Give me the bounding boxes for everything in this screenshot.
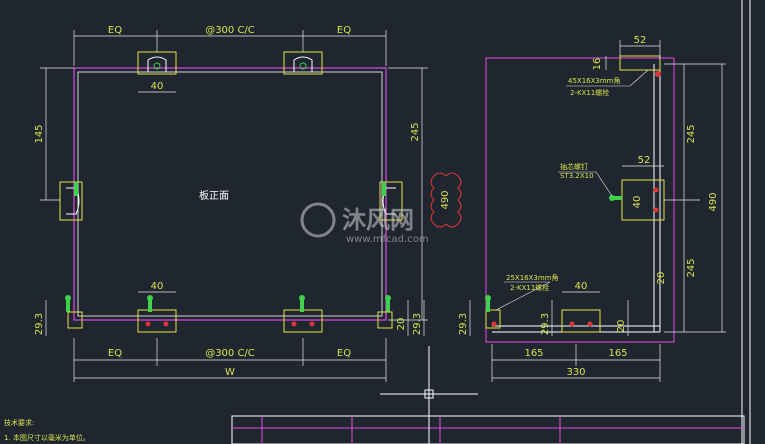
front-view: EQ @300 C/C EQ 40 145 245 板正面 40 29.3 20… [34,25,462,382]
side-bottom-note-line2: 2-KX11螺栓 [510,283,549,292]
front-top-eq-right: EQ [337,25,351,36]
side-top-bracket [619,55,661,77]
side-dimension-lines [469,40,726,382]
side-mid-width: 52 [638,155,651,166]
front-right-offset-b: 29.3 [412,313,423,335]
side-leaders [495,69,649,311]
watermark-url: www.mfcad.com [346,234,429,245]
side-mid-note-line2: ST3.2X10 [560,172,594,180]
side-span-right: 165 [608,348,627,359]
side-right-dim-top: 245 [686,124,697,143]
front-left-offset: 29.3 [34,313,45,335]
side-top-height: 16 [592,58,603,71]
side-right-dim-total: 490 [708,192,719,211]
side-bottom-note-line1: 25X16X3mm角 [506,273,559,282]
front-right-offset-a: 20 [396,318,407,331]
notes-title: 技术要求: [4,418,34,427]
front-overall-width: W [225,367,235,378]
side-right-dim-bottom: 245 [686,258,697,277]
side-right-offset: 20 [616,320,627,333]
side-span-left: 165 [524,348,543,359]
side-mid-height: 40 [632,196,643,209]
drawing-frame [231,0,751,444]
side-left-offset: 29.3 [458,313,469,335]
side-bottom-plate [485,295,601,333]
bottom-plate-left [137,309,177,333]
watermark-brand: 沐风网 [342,206,414,234]
revision-cloud-value: 490 [440,190,451,209]
front-left-height: 145 [34,124,45,143]
side-top-note-line1: 45X16X3mm角 [568,76,621,85]
watermark: 沐风网 www.mfcad.com [300,202,429,245]
front-bottom-eq-right: EQ [337,348,351,359]
front-panel-label: 板正面 [199,189,229,202]
front-bottom-eq-left: EQ [108,348,122,359]
side-top-note-line2: 2-KX11螺栓 [570,88,609,97]
crosshair-cursor-icon[interactable] [380,346,478,444]
front-top-eq-left: EQ [108,25,122,36]
side-view: 52 16 45X16X3mm角 2-KX11螺栓 52 抽芯螺钉 ST3.2X… [458,35,726,382]
revision-cloud: 490 [430,172,462,228]
front-dimension-lines [40,30,428,382]
side-profile [492,64,661,333]
front-bottom-spacing: @300 C/C [205,348,255,359]
front-right-height: 245 [410,122,421,141]
front-top-bracket-width: 40 [151,81,164,92]
side-gap: 20 [656,272,667,285]
front-screws [65,182,391,312]
front-top-spacing: @300 C/C [205,25,255,36]
front-bottom-bracket-width: 40 [151,281,164,292]
notes-line1: 1. 本图尺寸以毫米为单位。 [4,433,90,442]
side-mid-note-line1: 抽芯螺钉 [560,162,588,171]
side-top-width: 52 [634,35,647,46]
side-bottom-bracket-width: 40 [575,281,588,292]
side-overall-width: 330 [566,367,585,378]
side-inner-offset: 29.3 [540,313,551,335]
watermark-logo-icon [300,202,336,238]
